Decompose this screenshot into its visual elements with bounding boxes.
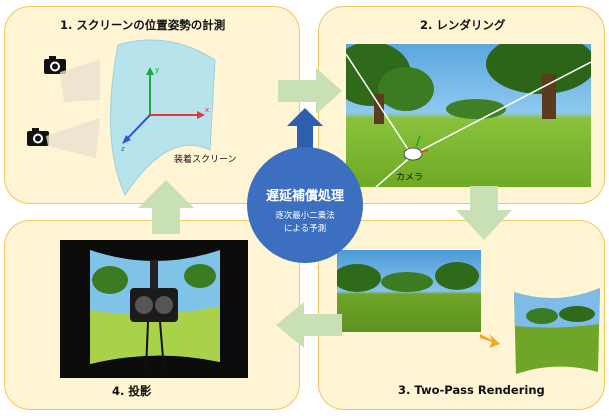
- pose-illustration: y x z: [27, 39, 216, 197]
- center-subtitle-line2: による予測: [283, 224, 327, 234]
- panel-title-render: 2. レンダリング: [420, 18, 506, 32]
- flow-arrow-3-to-4: [276, 302, 342, 348]
- z-axis-label: z: [121, 145, 125, 153]
- second-pass-image: [512, 284, 602, 376]
- center-title: 遅延補償処理: [265, 189, 344, 204]
- wearable-screen-label: 装着スクリーン: [174, 155, 237, 165]
- x-axis-label: x: [205, 106, 209, 114]
- camera-view-cone: [60, 60, 100, 102]
- warp-arrow: [480, 334, 500, 348]
- y-axis-label: y: [155, 66, 159, 74]
- camera-view-cone: [46, 118, 100, 158]
- panel-title-two-pass: 3. Two-Pass Rendering: [398, 383, 545, 397]
- center-subtitle-line1: 逐次最小二乗法: [275, 211, 335, 221]
- panel-title-pose: 1. スクリーンの位置姿勢の計測: [60, 18, 226, 32]
- camera-label: カメラ: [396, 173, 424, 183]
- panel-title-projection: 4. 投影: [112, 384, 152, 398]
- flow-arrow-4-to-1: [138, 180, 194, 234]
- flow-arrow-2-to-3: [456, 186, 512, 240]
- z-axis-line: [125, 114, 151, 141]
- projection-photo: [60, 240, 248, 378]
- compensation-arrow: [287, 108, 323, 152]
- wearable-screen-shape: [110, 39, 216, 197]
- first-pass-image: [337, 250, 481, 332]
- render-scene-image: [346, 44, 591, 187]
- camera-marker-icon: [403, 135, 429, 161]
- flow-arrow-1-to-2: [278, 68, 342, 114]
- latency-compensation-circle: 遅延補償処理 逐次最小二乗法 による予測: [247, 147, 363, 263]
- camera-icon: [27, 128, 49, 146]
- camera-icon: [44, 56, 66, 74]
